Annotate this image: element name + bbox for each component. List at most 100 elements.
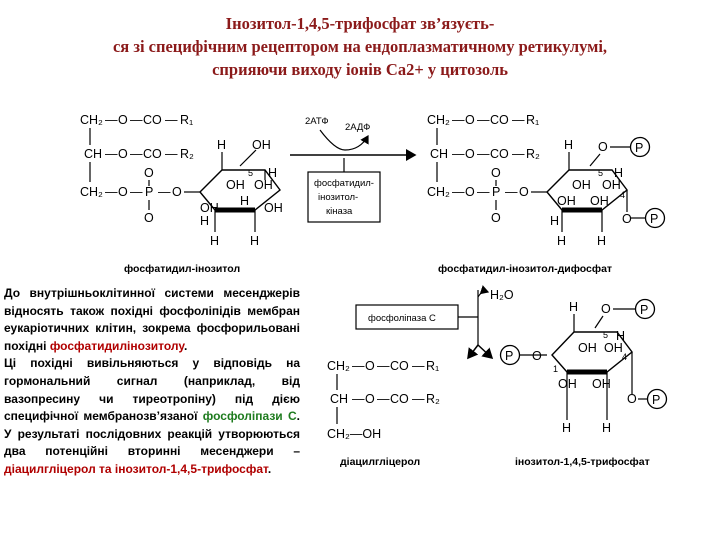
pi-ring-h-4: H [210,234,219,248]
dag-r1: R₁ [426,359,439,373]
pip2-phosphate-5: P [635,141,643,155]
ip3-ring-o-4: O [627,392,637,406]
pi-ring-oh-2: OH [226,178,245,192]
pip2-ring-h-6: H [550,214,559,228]
pi-dash-8: — [130,185,143,199]
pip2-ring-h-1: H [564,138,573,152]
pi-dash-9: — [158,185,171,199]
pip2-dash-8: — [477,185,490,199]
dag-dash-4: — [352,392,365,406]
diacylglycerol-structure: CH₂ — O — CO — R₁ CH — O — CO — R₂ CH₂—O… [327,359,440,441]
pip2-ring-oh-5: OH [590,194,609,208]
phosphate-circle-ip3-5 [634,298,656,320]
dag-dash-3: — [412,359,425,373]
pip2-o-3: O [465,185,475,199]
pip2-dash-5: — [477,147,490,161]
pi-dash-1: — [105,113,118,127]
ip3-structure: P O H O P 5 H 4 1 OH OH O P OH OH H H [499,298,668,435]
pip2-dash-6: — [512,147,525,161]
ip3-phosphate-1: P [505,349,513,363]
pi-ring-h-5: H [250,234,259,248]
dag-dash-2: — [377,359,390,373]
pi-r1: R₁ [180,113,193,127]
pip2-dash-7: — [452,185,465,199]
pi-ring-h-3: H [240,194,249,208]
phosphate-circle-pip2-4 [644,207,666,229]
dag-dash-5: — [377,392,390,406]
kinase-line-2: інозитол- [318,192,358,203]
ip3-o-1: O [532,349,542,363]
kinase-line-3: кіназа [326,206,353,217]
pi-ring-oh-5: OH [264,201,283,215]
highlight-second-messengers: діацилгліцерол та інозитол-1,4,5-трифосф… [4,461,268,476]
pip2-dash-1: — [452,113,465,127]
caption-phosphatidylinositol: фосфатидил-інозитол [124,263,240,275]
ip3-ring-h-4: H [562,421,571,435]
explanation-paragraph-1: До внутрішньоклітинної системи месенджер… [4,285,300,355]
ip3-ring-num-4: 4 [622,352,627,362]
phosphate-circle-ip3-1 [499,344,521,366]
caption-diacylglycerol: діацилгліцерол [340,456,420,468]
dag-dash-6: — [412,392,425,406]
paragraph-1-text: До внутрішньоклітинної системи месенджер… [4,286,300,353]
highlight-phosphatidylinositol: фосфатидилінозитолу [49,338,184,353]
pi-p: P [145,185,153,199]
dag-ch2-top: CH₂ [327,359,350,373]
phosphate-circle-ip3-4 [646,388,668,410]
pi-ring-oh-4: OH [200,201,219,215]
pi-dash-7: — [105,185,118,199]
pi-ch2-bottom: CH₂ [80,185,103,199]
plc-step: фосфоліпаза С H₂O [355,285,514,360]
pip2-p-o-top: O [491,166,501,180]
pi-ring-h-2: H [268,166,277,180]
ip3-ring-h-2: H [616,329,625,343]
atp-label: 2АТФ [305,116,329,127]
phosphate-circle-pip2-5 [629,136,651,158]
pi-dash-6: — [165,147,178,161]
paragraph-2-end: . [267,461,272,476]
ip3-phosphate-5: P [640,303,648,317]
pi-ring-num-5: 5 [248,168,253,178]
pip2-ring-h-4: H [557,234,566,248]
pip2-ring-o-5: O [598,140,608,154]
dag-o-1: O [365,359,375,373]
pi-ch: CH [84,147,102,161]
pip2-ring-h-2: H [614,166,623,180]
caption-pip2: фосфатидил-інозитол-дифосфат [438,263,612,275]
phosphatidylinositol-structure: CH₂ — O — CO — R₁ CH — O — CO — R₂ CH₂ —… [80,113,283,248]
highlight-phospholipase-c: фосфоліпази С [202,409,297,424]
pi-ring-oh-3: OH [254,178,273,192]
pip2-r2: R₂ [526,147,540,161]
pip2-dash-4: — [452,147,465,161]
ip3-ring-h-1: H [569,300,578,314]
pip2-ring-h-5: H [597,234,606,248]
title-line-3: сприяючи виходу іонів Са2+ у цитозоль [212,60,508,79]
paragraph-2-mid: . У результаті послідовних реакцій утвор… [4,409,300,459]
pi-o-4: O [172,185,182,199]
dag-co-1: CO [390,359,409,373]
pip2-o-4: O [519,185,529,199]
pip2-p-o-bottom: O [491,211,501,225]
pi-ring-oh-1: OH [252,138,271,152]
kinase-step: 2АТФ 2АДФ фосфатидил- інозитол- кіназа [290,116,417,223]
plc-label: фосфоліпаза С [368,313,436,324]
pip2-ring-o-4: O [622,212,632,226]
paragraph-2-text: Ці похідні вивільняються у відповідь на … [4,356,300,424]
pi-r2: R₂ [180,147,194,161]
pip2-phosphate-4: P [650,212,658,226]
ip3-ring-oh-2: OH [578,341,597,355]
title-line-1: Інозитол-1,4,5-трифосфат зв’язуєть- [225,14,495,33]
pip2-dash-2: — [477,113,490,127]
explanation-text: До внутрішньоклітинної системи месенджер… [4,285,300,479]
pi-dash-2: — [130,113,143,127]
dag-dash-1: — [352,359,365,373]
pip2-dash-3: — [512,113,525,127]
pip2-ring-oh-4: OH [557,194,576,208]
ip3-ring-oh-5: OH [592,377,611,391]
pi-co-1: CO [143,113,162,127]
pi-ch2-top: CH₂ [80,113,103,127]
pi-ring-h-1: H [217,138,226,152]
paragraph-1-end: . [184,338,188,353]
ip3-phosphate-4: P [652,393,660,407]
pip2-o-2: O [465,147,475,161]
